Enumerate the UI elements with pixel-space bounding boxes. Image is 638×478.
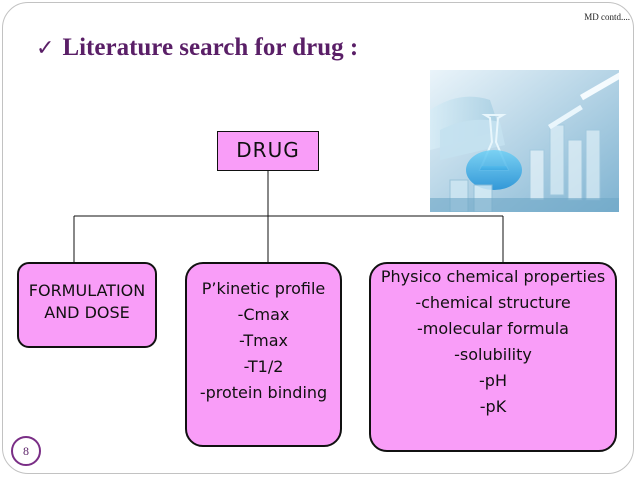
pkinetic-line: -protein binding [199, 383, 328, 402]
slide-frame [2, 2, 634, 474]
pkinetic-line: -Cmax [237, 305, 290, 324]
lab-glassware-image [430, 70, 619, 212]
formulation-line: FORMULATION [28, 281, 146, 300]
physicochemical-box: Physico chemical properties -chemical st… [369, 262, 617, 452]
pkinetic-line: P’kinetic profile [201, 279, 326, 298]
pkinetic-line: -T1/2 [243, 357, 284, 376]
pkinetic-box: P’kinetic profile -Cmax -Tmax -T1/2 -pro… [185, 262, 342, 447]
page-number-badge: 8 [11, 436, 41, 466]
lab-glassware-photo [430, 70, 619, 212]
slide-title: ✓ Literature search for drug : [36, 34, 358, 62]
header-note: MD contd.... [584, 12, 630, 22]
drug-box: DRUG [217, 131, 319, 171]
checkmark-icon: ✓ [36, 36, 55, 61]
physicochemical-line: -chemical structure [415, 293, 571, 312]
physicochemical-line: Physico chemical properties [380, 267, 606, 286]
formulation-box: FORMULATION AND DOSE [17, 262, 157, 348]
formulation-line: AND DOSE [44, 303, 130, 322]
physicochemical-line: -molecular formula [417, 319, 569, 338]
physicochemical-line: -solubility [454, 345, 532, 364]
pkinetic-line: -Tmax [239, 331, 288, 350]
physicochemical-line: -pK [479, 397, 507, 416]
physicochemical-line: -pH [479, 371, 507, 390]
slide-title-text: Literature search for drug : [62, 34, 359, 61]
